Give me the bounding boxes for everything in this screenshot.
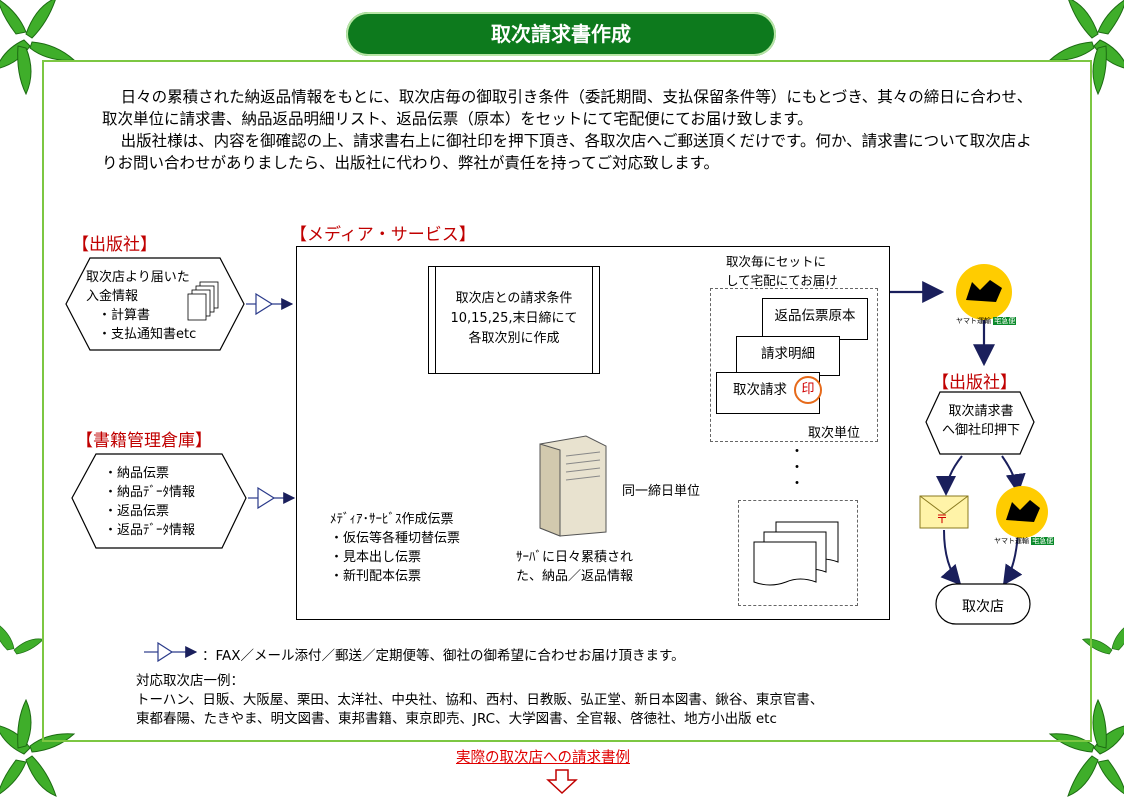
slips-text: ﾒﾃﾞｨｱ･ｻｰﾋﾞｽ作成伝票 ・仮伝等各種切替伝票 ・見本出し伝票 ・新刊配本… <box>330 510 460 586</box>
invoice-doc-label: 取次請求 <box>733 382 787 398</box>
page-title: 取次請求書作成 <box>346 12 776 56</box>
legend-text: ：FAX／メール添付／郵送／定期便等、御社の御希望に合わせお届け頂きます。 <box>202 648 685 664</box>
legend-arrow-icon <box>144 641 198 663</box>
plant-decoration-top-right <box>1048 0 1124 96</box>
set-caption-line: 取次毎にセットに <box>726 254 827 269</box>
returns-slip-doc: 返品伝票原本 <box>762 298 868 340</box>
condition-line: 10,15,25,末日締にて <box>450 311 578 326</box>
publisher-left-item1: ・計算書 <box>98 308 151 323</box>
courier-logo-top <box>956 264 1012 320</box>
agent-label: 取次店 <box>962 599 1004 615</box>
plant-decoration-mid-left <box>0 625 45 655</box>
mail-envelope-icon <box>919 495 969 529</box>
condition-line: 各取次別に作成 <box>468 331 560 346</box>
publisher-right-heading: 【出版社】 <box>932 373 1017 393</box>
media-service-heading: 【メディア・サービス】 <box>290 225 476 245</box>
mail-symbol: 〒 <box>936 512 949 526</box>
slips-item: ・仮伝等各種切替伝票 <box>330 531 461 546</box>
stamp-mark: 印 <box>794 376 822 404</box>
publisher-left-item2: ・支払通知書etc <box>98 327 197 342</box>
server-caption: ｻｰﾊﾞに日々累積され た、納品／返品情報 <box>516 548 633 586</box>
publisher-left-line1: 取次店より届いた <box>86 270 190 285</box>
warehouse-item: ・納品ﾃﾞｰﾀ情報 <box>104 485 196 500</box>
condition-line: 取次店との請求条件 <box>455 291 573 306</box>
publisher-left-heading: 【出版社】 <box>72 235 157 255</box>
warehouse-hexagon <box>71 453 247 549</box>
mail-to-agent-arrow <box>940 529 962 586</box>
unit-label: 取次単位 <box>808 426 861 441</box>
server-caption-line: た、納品／返品情報 <box>516 569 634 584</box>
server-icon <box>539 435 607 537</box>
warehouse-heading: 【書籍管理倉庫】 <box>76 431 212 451</box>
server-caption-line: ｻｰﾊﾞに日々累積され <box>516 550 634 565</box>
courier-label-top: ヤマト運輸 宅急便 <box>956 316 1017 326</box>
slips-item: ・見本出し伝票 <box>330 550 422 565</box>
warehouse-item: ・返品ﾃﾞｰﾀ情報 <box>104 523 196 538</box>
agent-oval <box>935 583 1031 625</box>
publisher-right-text: 取次請求書 へ御社印押下 <box>938 402 1024 440</box>
same-day-label: 同一締日単位 <box>622 484 701 499</box>
transfer-arrow-publisher <box>246 292 294 316</box>
agents-label: 対応取次店一例： <box>136 673 244 689</box>
condition-box: 取次店との請求条件 10,15,25,末日締にて 各取次別に作成 <box>428 266 600 374</box>
continuation-dots: ・ ・ ・ <box>790 444 804 492</box>
paper-stack-icon <box>187 281 219 321</box>
courier-logo-bottom <box>996 486 1048 538</box>
courier-service: 宅急便 <box>1031 537 1055 545</box>
plant-decoration-top-left <box>0 0 76 96</box>
courier-service: 宅急便 <box>993 317 1017 325</box>
statement-doc: 請求明細 <box>736 336 840 376</box>
document-set-area-lower <box>738 500 858 606</box>
publisher-left-line2: 入金情報 <box>86 289 139 304</box>
agents-line: 東都春陽、たきやま、明文図書、東邦書籍、東京即売、JRC、大学図書、全官報、啓徳… <box>136 711 777 727</box>
agents-line: トーハン、日販、大阪屋、栗田、太洋社、中央社、協和、西村、日教販、弘正堂、新日本… <box>136 692 824 708</box>
document-set-area <box>710 288 878 442</box>
publisher-right-line1: 取次請求書 <box>948 404 1014 419</box>
publisher-left-hexagon <box>65 257 245 351</box>
courier-name: ヤマト運輸 <box>994 537 1029 545</box>
intro-paragraph-2: 出版社様は、内容を御確認の上、請求書右上に御社印を押下頂き、各取次店へご郵送頂く… <box>102 132 1032 172</box>
intro-text: 日々の累積された納返品情報をもとに、取次店毎の御取引き条件（委託期間、支払保留条… <box>102 86 1042 174</box>
transfer-arrow-warehouse <box>248 486 296 510</box>
warehouse-items: ・納品伝票 ・納品ﾃﾞｰﾀ情報 ・返品伝票 ・返品ﾃﾞｰﾀ情報 <box>104 464 195 540</box>
blank-docs-icon <box>753 521 839 586</box>
sample-invoice-link[interactable]: 実際の取次店への請求書例 <box>456 750 630 766</box>
agents-list: 対応取次店一例： トーハン、日販、大阪屋、栗田、太洋社、中央社、協和、西村、日教… <box>136 672 823 729</box>
slips-item: ・新刊配本伝票 <box>330 569 422 584</box>
publisher-right-line2: へ御社印押下 <box>941 423 1020 438</box>
publisher-left-text: 取次店より届いた 入金情報 ・計算書 ・支払通知書etc <box>86 268 196 344</box>
publisher-right-hexagon <box>925 391 1035 455</box>
content-frame <box>42 60 1092 742</box>
publisher-to-courier-arrow <box>1001 455 1026 494</box>
slips-title: ﾒﾃﾞｨｱ･ｻｰﾋﾞｽ作成伝票 <box>330 512 454 527</box>
footer-down-arrow-icon <box>546 769 578 795</box>
courier-name: ヤマト運輸 <box>956 317 991 325</box>
set-caption: 取次毎にセットに して宅配にてお届け <box>726 252 838 290</box>
publisher-to-mail-arrow <box>936 455 963 496</box>
plant-decoration-bottom-right <box>1048 698 1124 797</box>
warehouse-item: ・納品伝票 <box>104 466 170 481</box>
warehouse-item: ・返品伝票 <box>104 504 170 519</box>
courier-label-bottom: ヤマト運輸 宅急便 <box>994 536 1055 546</box>
intro-paragraph-1: 日々の累積された納返品情報をもとに、取次店毎の御取引き条件（委託期間、支払保留条… <box>102 88 1033 128</box>
set-caption-line: して宅配にてお届け <box>726 273 838 288</box>
